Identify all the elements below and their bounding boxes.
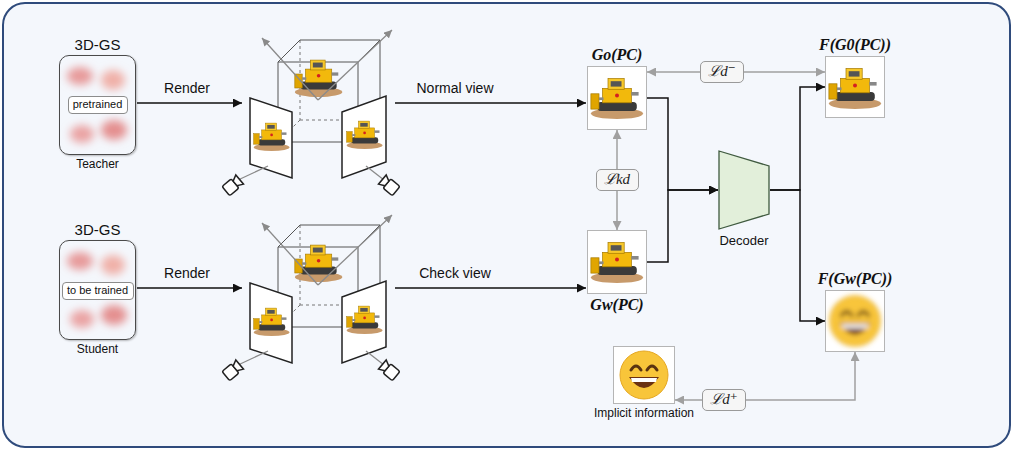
render-image xyxy=(591,79,643,120)
flow-connector xyxy=(770,190,825,321)
loss-term: ℒd⁻ xyxy=(700,61,744,83)
rendered-view: Go(PC) xyxy=(587,66,647,130)
decoded-image: F(G0(PC)) xyxy=(825,56,885,118)
loss-connector xyxy=(746,352,855,400)
flow-label: Render xyxy=(164,80,210,96)
node-label: Implicit information xyxy=(594,406,694,420)
state-tag: to be trained xyxy=(62,282,134,300)
node-label: ℒd⁺ xyxy=(710,391,737,408)
flow-label: Normal view xyxy=(416,80,493,96)
node-label: to be trained xyxy=(67,284,128,297)
loss-connector xyxy=(616,191,618,230)
render-image xyxy=(591,243,643,284)
flow-label: Render xyxy=(164,265,210,281)
node-label: F(G0(PC)) xyxy=(819,36,891,54)
panel-frame xyxy=(3,3,1010,447)
decoded-image: F(Gw(PC)) xyxy=(825,290,885,352)
image-ground xyxy=(587,66,647,130)
node-label: Decoder xyxy=(719,233,768,248)
model-card: 3D-GSTeacherpretrained xyxy=(59,55,136,155)
view-arrow xyxy=(395,287,586,289)
image-ground xyxy=(825,56,885,118)
render-arrow xyxy=(137,287,242,289)
rendered-view: Gw(PC) xyxy=(587,230,647,294)
node-label: Student xyxy=(77,342,118,356)
flow-connector xyxy=(647,98,718,190)
model-card: 3D-GSStudentto be trained xyxy=(59,240,136,340)
loss-connector xyxy=(616,130,618,169)
blurred-emoji xyxy=(830,296,880,346)
render-arrow xyxy=(137,102,242,104)
loss-connector xyxy=(675,399,702,401)
state-tag: pretrained xyxy=(68,96,128,114)
image-ground xyxy=(613,346,675,404)
node-label: pretrained xyxy=(73,98,123,111)
image-ground xyxy=(825,290,885,352)
node-label: Teacher xyxy=(76,157,119,171)
node-label: F(Gw(PC)) xyxy=(818,270,893,288)
flow-label: Check view xyxy=(419,265,491,281)
loss-term: ℒd⁺ xyxy=(702,389,746,411)
node-label: 3D-GS xyxy=(75,36,121,53)
trapezoid-outline xyxy=(718,150,770,230)
decoder-trapezoid: Decoder xyxy=(718,150,770,230)
node-label: ℒkd xyxy=(604,171,630,188)
flow-connector xyxy=(647,190,718,262)
emoji-image xyxy=(620,351,668,399)
node-label: Go(PC) xyxy=(592,46,643,64)
flow-connector xyxy=(770,87,825,190)
loss-connector xyxy=(647,71,700,73)
node-label: ℒd⁻ xyxy=(708,63,735,80)
image-ground xyxy=(587,230,647,294)
decoded-image xyxy=(829,69,881,110)
render-scene xyxy=(222,215,400,381)
node-label: 3D-GS xyxy=(75,221,121,238)
render-scene xyxy=(222,30,400,196)
loss-connector xyxy=(744,71,825,73)
loss-term: ℒkd xyxy=(596,169,639,191)
view-arrow xyxy=(395,102,586,104)
node-label: Gw(PC) xyxy=(590,296,643,314)
implicit-image: Implicit information xyxy=(613,346,675,404)
